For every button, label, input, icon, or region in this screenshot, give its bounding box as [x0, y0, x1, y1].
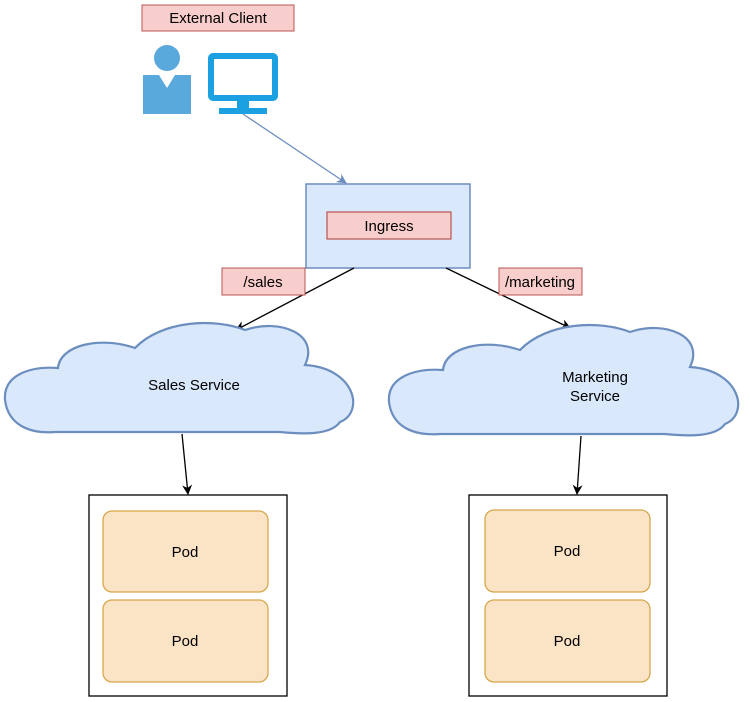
- monitor-icon: [208, 53, 278, 114]
- sales-pod-2: Pod: [102, 599, 269, 683]
- marketing-route-arrow: [445, 267, 571, 329]
- marketing-pod-2-label: Pod: [554, 633, 581, 650]
- sales-pod-2-label: Pod: [172, 633, 199, 650]
- ingress-label: Ingress: [364, 218, 413, 235]
- ingress-box: Ingress: [305, 183, 471, 269]
- marketing-to-pods-arrow: [572, 435, 583, 495]
- marketing-service-cloud: Marketing Service: [387, 324, 740, 437]
- sales-to-pods-arrow: [181, 433, 193, 495]
- sales-route-label: /sales: [221, 267, 306, 296]
- sales-pod-1: Pod: [102, 510, 269, 593]
- marketing-pod-2: Pod: [484, 599, 651, 683]
- sales-pod-1-label: Pod: [172, 544, 199, 561]
- sales-route-text: /sales: [243, 274, 282, 291]
- sales-pod-group: Pod Pod: [88, 494, 288, 697]
- marketing-pod-1-label: Pod: [554, 543, 581, 560]
- marketing-route-label: /marketing: [498, 267, 583, 296]
- marketing-route-text: /marketing: [505, 274, 575, 291]
- external-client-label: External Client: [141, 4, 295, 32]
- sales-route-arrow: [235, 267, 355, 331]
- sales-service-label: Sales Service: [148, 377, 240, 394]
- sales-service-cloud: Sales Service: [3, 322, 355, 435]
- marketing-pod-group: Pod Pod: [468, 494, 668, 697]
- external-client-text: External Client: [169, 10, 267, 27]
- user-icon: [143, 45, 191, 114]
- marketing-service-label-line2: Service: [570, 388, 620, 405]
- marketing-pod-1: Pod: [484, 509, 651, 593]
- client-to-ingress-arrow: [242, 113, 347, 184]
- marketing-service-label-line1: Marketing: [562, 369, 628, 386]
